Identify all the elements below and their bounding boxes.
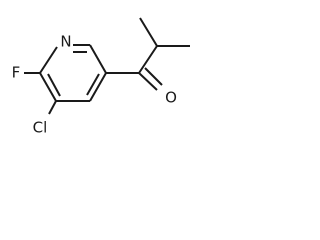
bond-c5-c6	[89, 44, 107, 74]
bond-c4-c5-inner	[86, 73, 100, 96]
nitrogen-label: N	[60, 33, 71, 51]
chlorine-label: Cl	[33, 119, 48, 137]
bond-carbonyl-o-second	[144, 67, 163, 86]
bond-carbonyl-o	[138, 72, 158, 91]
bond-c4-c5	[89, 72, 107, 102]
bond-c2-c3	[39, 72, 57, 102]
bond-carbonyl-ch	[138, 45, 158, 74]
bond-ch-methyl-upper	[139, 17, 158, 47]
fluorine-label: F	[12, 64, 21, 82]
bond-c3-cl	[48, 100, 57, 115]
bond-n-c2	[39, 46, 58, 74]
molecule-structure: N F Cl O	[12, 17, 190, 137]
bond-c2-c3-inner	[47, 73, 61, 97]
oxygen-label: O	[165, 89, 177, 107]
